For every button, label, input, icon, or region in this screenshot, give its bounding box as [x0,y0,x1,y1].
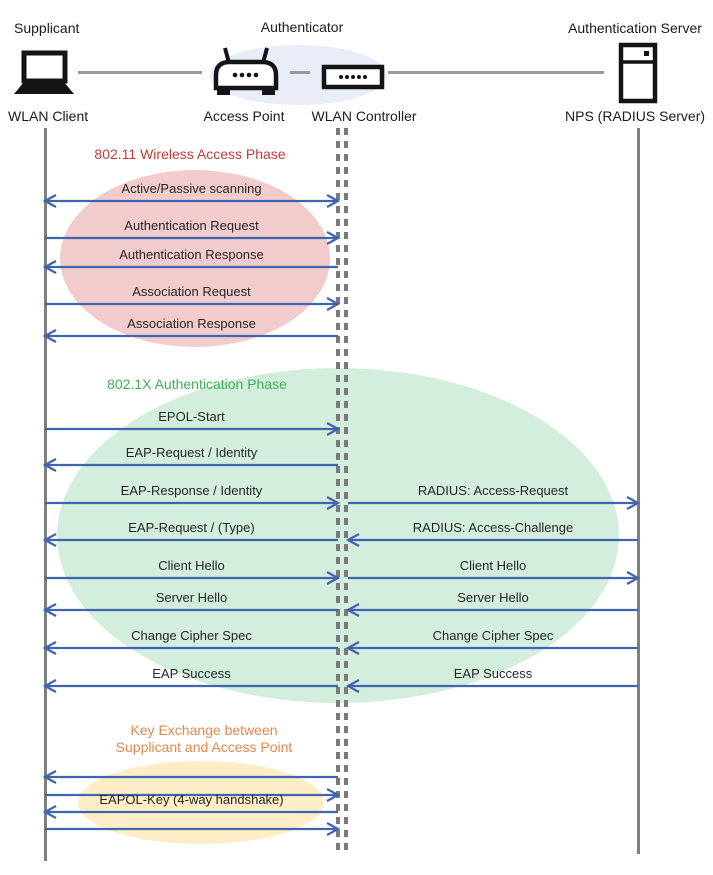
message-arrow [42,194,341,208]
message-label: Server Hello [155,590,228,605]
arrow-head [326,297,341,311]
lifeline-authenticator-right [344,128,348,851]
message-arrow [345,533,638,547]
link-controller-to-server [388,71,604,74]
arrow-head [42,679,57,693]
message-arrow [42,260,338,274]
arrow-head [42,603,57,617]
message-label: EAPOL-Key (4-way handshake) [99,792,284,807]
message-arrow [42,458,338,472]
arrow-head [42,194,57,208]
arrow-head [326,822,341,836]
arrow-head [326,788,341,802]
device-label-access-point: Access Point [203,108,285,124]
lifeline-radius-server [637,128,640,854]
arrow-head [626,496,641,510]
arrow-head [345,679,360,693]
arrow-head [42,805,57,819]
message-label: Active/Passive scanning [121,181,262,196]
message-arrow [348,496,641,510]
message-arrow [45,571,341,585]
arrow-head [326,496,341,510]
message-label: EAP-Request / (Type) [128,520,255,535]
message-label: Authentication Request [124,218,259,233]
message-arrow [42,679,338,693]
message-label: EAP-Response / Identity [120,483,263,498]
arrow-head [345,641,360,655]
arrow-head [326,194,341,208]
arrow-head [42,533,57,547]
message-label: Server Hello [457,590,529,605]
device-label-wlan-client: WLAN Client [8,108,89,124]
message-arrow [45,822,341,836]
link-ap-to-controller [290,71,310,74]
message-arrow [45,788,341,802]
device-label-wlan-controller: WLAN Controller [311,108,417,124]
message-label: Association Request [132,284,251,299]
arrow-head [326,422,341,436]
arrow-head [626,571,641,585]
message-arrow [42,641,338,655]
message-arrow [42,805,338,819]
wlan-controller-icon [321,64,385,90]
lifeline-authenticator-left [336,128,340,851]
message-label: Authentication Response [119,247,264,262]
message-arrow [42,770,338,784]
message-label: EPOL-Start [158,409,225,424]
message-arrow [45,231,341,245]
arrow-head [345,533,360,547]
dot1x-authentication-phase-title: 802.1X Authentication Phase [107,376,287,392]
message-arrow [42,533,338,547]
role-label-authenticator: Authenticator [260,19,344,35]
message-label: Association Response [127,316,256,331]
key-exchange-phase-title: Key Exchange between Supplicant and Acce… [115,722,293,755]
laptop-icon [14,50,74,94]
arrow-head [326,571,341,585]
role-label-supplicant: Supplicant [14,20,80,36]
message-label: RADIUS: Access-Request [417,483,569,498]
message-arrow [345,679,638,693]
message-arrow [345,603,638,617]
arrow-head [42,770,57,784]
arrow-head [42,458,57,472]
link-client-to-ap [78,71,202,74]
message-label: EAP Success [152,666,231,681]
message-label: EAP Success [453,666,533,681]
device-label-nps-radius-server: NPS (RADIUS Server) [565,108,706,124]
message-arrow [345,641,638,655]
message-arrow [348,571,641,585]
message-arrow [45,496,341,510]
message-arrow [45,422,341,436]
message-label: RADIUS: Access-Challenge [412,520,574,535]
arrow-head [345,603,360,617]
arrow-head [326,231,341,245]
message-label: Client Hello [459,558,527,573]
wireless-access-phase-title: 802.11 Wireless Access Phase [94,146,286,162]
message-arrow [45,297,341,311]
message-label: Change Cipher Spec [131,628,252,643]
arrow-head [42,260,57,274]
lifeline-wlan-client [44,128,47,861]
arrow-head [42,329,57,343]
message-arrow [42,603,338,617]
access-point-icon [213,47,279,95]
arrow-head [42,641,57,655]
message-arrow [42,329,338,343]
message-label: EAP-Request / Identity [125,445,258,460]
message-label: Client Hello [158,558,225,573]
server-icon [618,42,658,104]
wireless-access-phase-ellipse [60,170,330,347]
key-exchange-phase-ellipse [78,761,324,844]
role-label-authentication-server: Authentication Server [568,20,702,36]
message-label: Change Cipher Spec [432,628,554,643]
